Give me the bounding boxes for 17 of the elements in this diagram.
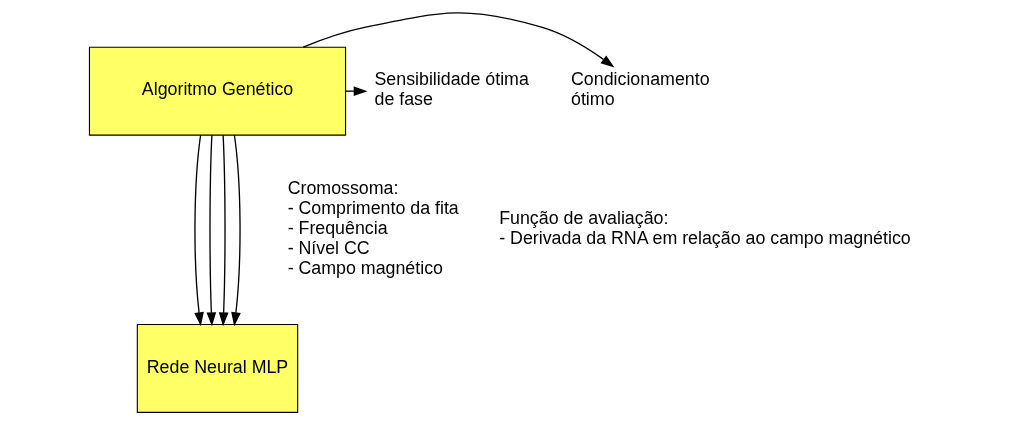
node-text: Condicionamento ótimo bbox=[570, 69, 710, 110]
arrow bbox=[344, 86, 367, 96]
arrow bbox=[230, 134, 241, 327]
arrow bbox=[218, 134, 228, 327]
label: - Comprimento da fita bbox=[287, 197, 459, 218]
node-box: Algoritmo Genético bbox=[88, 46, 346, 136]
arrow bbox=[302, 12, 614, 68]
label: Função de avaliação: bbox=[498, 208, 668, 228]
label: Cromossoma: bbox=[287, 177, 398, 198]
arrow bbox=[193, 134, 204, 327]
node-box: Rede Neural MLP bbox=[136, 323, 298, 413]
label: - Derivada da RNA em relação ao campo magnético bbox=[498, 228, 911, 249]
node-text: Sensibilidade ótima de fase bbox=[374, 69, 529, 110]
label: - Campo magnético bbox=[287, 258, 443, 279]
label: - Frequência bbox=[287, 218, 388, 239]
arrow bbox=[206, 134, 216, 327]
label: - Nível CC bbox=[287, 238, 370, 259]
